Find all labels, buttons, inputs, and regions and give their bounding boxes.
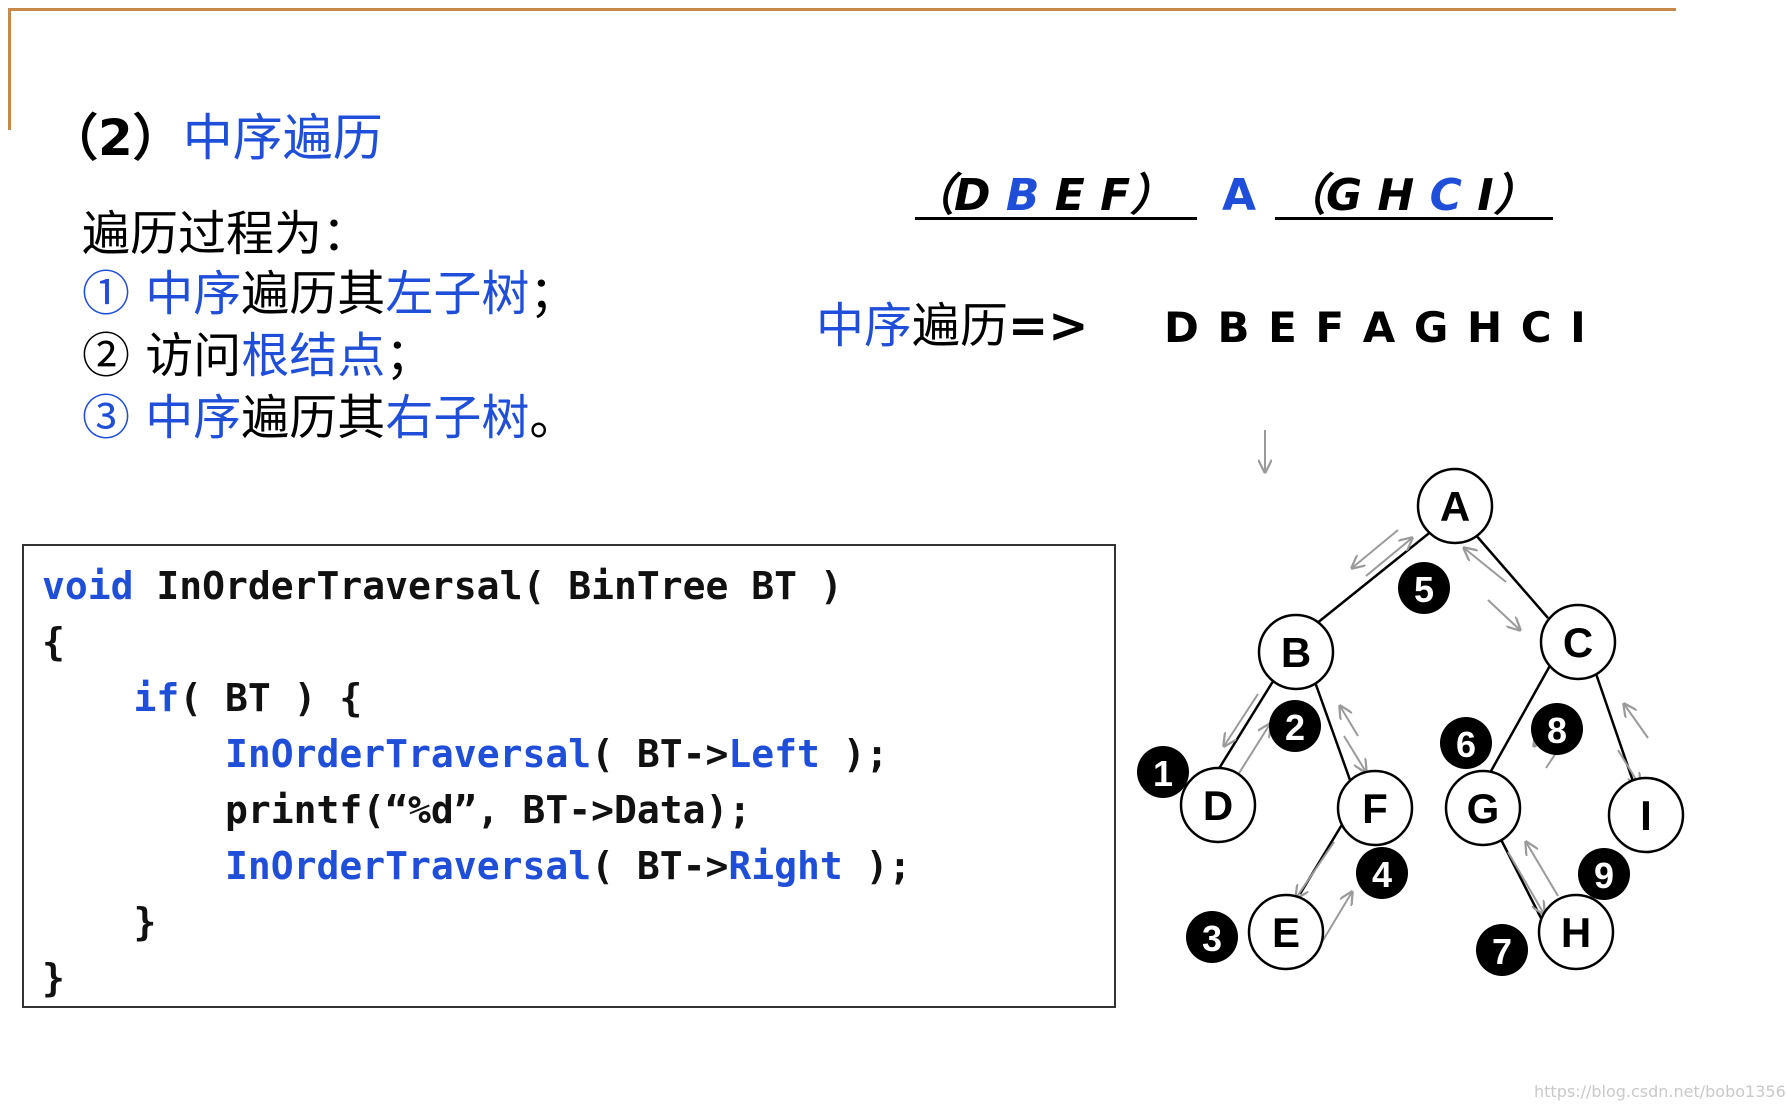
subtree-grouping: （D B E F） — [910, 168, 1174, 224]
right-group-underline — [1275, 217, 1553, 220]
svg-text:4: 4 — [1372, 854, 1392, 895]
svg-text:3: 3 — [1202, 918, 1222, 959]
code-text: void InOrderTraversal( BinTree BT ) { if… — [42, 564, 912, 1000]
section-title: （2）中序遍历 — [48, 109, 383, 167]
svg-text:6: 6 — [1456, 724, 1476, 765]
step-1: ① 中序遍历其左子树； — [82, 266, 578, 322]
svg-text:7: 7 — [1492, 931, 1512, 972]
svg-text:8: 8 — [1547, 710, 1567, 751]
result-label: 中序遍历=> — [816, 298, 1089, 354]
svg-text:5: 5 — [1414, 569, 1434, 610]
order-badge-8: 8 — [1531, 703, 1583, 755]
svg-text:2: 2 — [1285, 707, 1305, 748]
tree-nodes: A B C D F E G I H — [1179, 467, 1685, 971]
order-badge-4: 4 — [1356, 847, 1408, 899]
code-block: void InOrderTraversal( BinTree BT ) { if… — [22, 544, 1116, 1008]
section-title-text: 中序遍历 — [182, 109, 383, 167]
inorder-sequence: D B E F A G H C I — [1164, 303, 1588, 352]
tree-node-f: F — [1336, 769, 1414, 847]
svg-text:A: A — [1440, 483, 1470, 530]
tree-edges — [1213, 525, 1638, 921]
root-group: A — [1222, 170, 1257, 221]
traversal-intro: 遍历过程为： — [82, 206, 371, 262]
tree-node-i: I — [1607, 776, 1685, 854]
step-3: ③ 中序遍历其右子树。 — [82, 390, 578, 446]
tree-node-e: E — [1247, 893, 1325, 971]
svg-text:H: H — [1561, 909, 1591, 956]
order-badge-3: 3 — [1186, 911, 1238, 963]
step-2: ② 访问根结点； — [82, 328, 434, 384]
slide-frame-top — [8, 8, 1676, 11]
visit-order-badges: 1 2 3 4 5 6 7 8 9 — [1137, 562, 1630, 976]
watermark: https://blog.csdn.net/bobo1356 — [1534, 1082, 1786, 1101]
slide-frame-left — [8, 8, 11, 130]
right-subtree-group: （G H C I） — [1282, 170, 1538, 221]
binary-tree-diagram: A B C D F E G I H 1 2 3 4 5 6 7 8 9 — [1137, 430, 1685, 976]
svg-text:B: B — [1281, 629, 1311, 676]
tree-node-g: G — [1444, 769, 1522, 847]
order-badge-1: 1 — [1137, 746, 1189, 798]
svg-text:1: 1 — [1153, 753, 1173, 794]
left-group-underline — [915, 217, 1197, 220]
svg-text:E: E — [1272, 909, 1300, 956]
svg-text:I: I — [1640, 792, 1652, 839]
svg-text:G: G — [1467, 785, 1500, 832]
tree-node-a: A — [1416, 467, 1494, 545]
svg-text:9: 9 — [1594, 855, 1614, 896]
tree-node-h: H — [1537, 893, 1615, 971]
svg-text:D: D — [1203, 782, 1233, 829]
order-badge-2: 2 — [1269, 700, 1321, 752]
tree-node-c: C — [1539, 603, 1617, 681]
tree-node-d: D — [1179, 766, 1257, 844]
order-badge-9: 9 — [1578, 848, 1630, 900]
svg-text:F: F — [1362, 785, 1388, 832]
order-badge-6: 6 — [1440, 717, 1492, 769]
tree-node-b: B — [1257, 613, 1335, 691]
left-subtree-group: （D B E F） — [910, 170, 1175, 221]
svg-text:C: C — [1563, 619, 1593, 666]
order-badge-7: 7 — [1476, 924, 1528, 976]
order-badge-5: 5 — [1398, 562, 1450, 614]
